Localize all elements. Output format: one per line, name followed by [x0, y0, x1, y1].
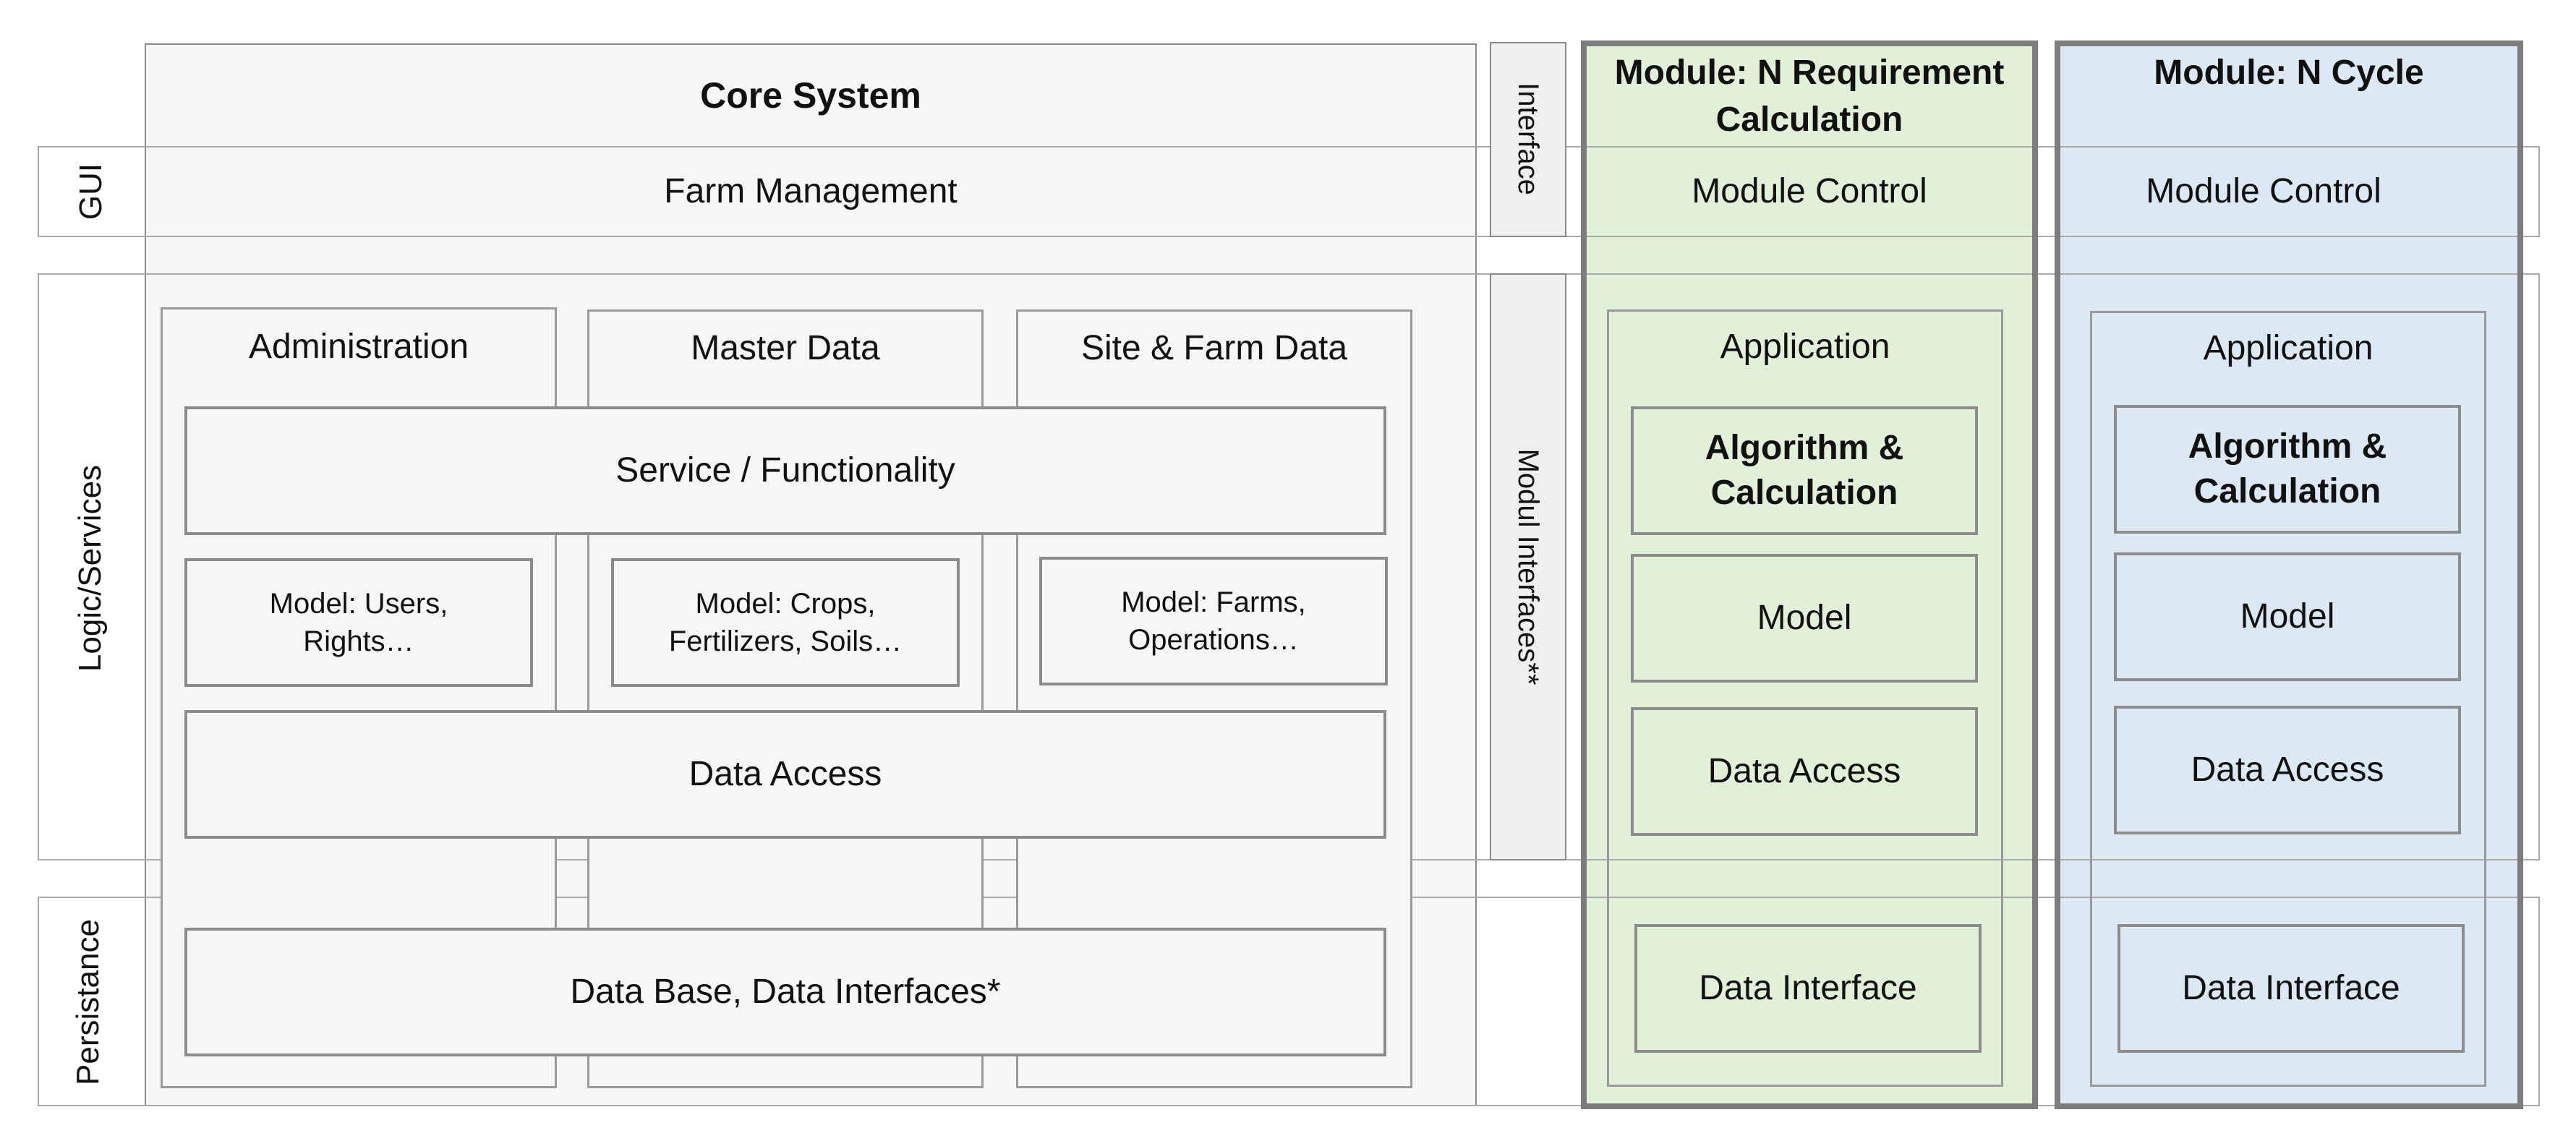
module-n-cycle-model-box: Model	[2114, 552, 2461, 681]
module-n-cycle-algorithm-box: Algorithm & Calculation	[2114, 405, 2461, 534]
model-crops-box: Model: Crops, Fertilizers, Soils…	[611, 558, 960, 687]
farm-management-label: Farm Management	[664, 171, 958, 210]
administration-label: Administration	[248, 327, 469, 366]
modul-interfaces-box	[1490, 273, 1566, 860]
module-n-cycle-bg	[2057, 43, 2520, 1106]
module-n-cycle-data-access-box: Data Access	[2114, 706, 2461, 834]
service-functionality-box: Service / Functionality	[184, 406, 1386, 535]
module-n-requirement-title-text: Module: N Requirement Calculation	[1614, 54, 2005, 139]
module-n-cycle-control: Module Control	[2146, 171, 2381, 210]
module-n-requirement-control: Module Control	[1692, 171, 1927, 210]
model-farms-box: Model: Farms, Operations…	[1039, 557, 1388, 685]
logic-layer-label: Logic/Services	[72, 464, 108, 672]
module-n-cycle-frame	[2055, 40, 2523, 1109]
module-n-requirement-bg	[1584, 43, 2035, 1106]
interface-label: Interface	[1512, 82, 1545, 195]
model-crops-label: Model: Crops, Fertilizers, Soils…	[668, 588, 903, 657]
core-system-title: Core System	[700, 74, 921, 116]
module-n-cycle-application-label: Application	[2203, 328, 2374, 367]
model-users-label: Model: Users, Rights…	[269, 588, 448, 657]
module-n-requirement-data-access-box: Data Access	[1631, 707, 1978, 836]
persistance-layer-label: Persistance	[70, 919, 106, 1085]
data-base-box: Data Base, Data Interfaces*	[184, 928, 1386, 1056]
core-data-access-box: Data Access	[184, 710, 1386, 839]
interface-top-box	[1490, 42, 1566, 237]
module-n-cycle-application	[2090, 311, 2486, 1087]
master-data-label: Master Data	[691, 328, 880, 367]
module-n-requirement-application	[1607, 309, 2003, 1087]
gui-layer-label: GUI	[73, 163, 108, 221]
module-n-cycle-algorithm-label: Algorithm & Calculation	[2188, 427, 2387, 510]
module-n-requirement-application-label: Application	[1720, 327, 1890, 366]
modul-interfaces-label: Modul Interfaces**	[1512, 448, 1545, 685]
module-n-cycle-title: Module: N Cycle	[2154, 53, 2424, 92]
model-farms-label: Model: Farms, Operations…	[1121, 586, 1306, 656]
gui-layer-band	[38, 146, 2540, 237]
module-n-cycle-data-interface-box: Data Interface	[2117, 924, 2465, 1053]
module-n-requirement-frame	[1581, 40, 2038, 1109]
module-n-requirement-algorithm-box: Algorithm & Calculation	[1631, 406, 1978, 535]
module-n-requirement-data-interface-box: Data Interface	[1634, 924, 1982, 1053]
module-n-requirement-title: Module: N Requirement Calculation	[1584, 48, 2035, 146]
model-users-box: Model: Users, Rights…	[184, 558, 533, 687]
module-n-requirement-model-box: Model	[1631, 554, 1978, 683]
module-n-requirement-algorithm-label: Algorithm & Calculation	[1705, 428, 1904, 512]
site-farm-data-label: Site & Farm Data	[1080, 328, 1348, 367]
